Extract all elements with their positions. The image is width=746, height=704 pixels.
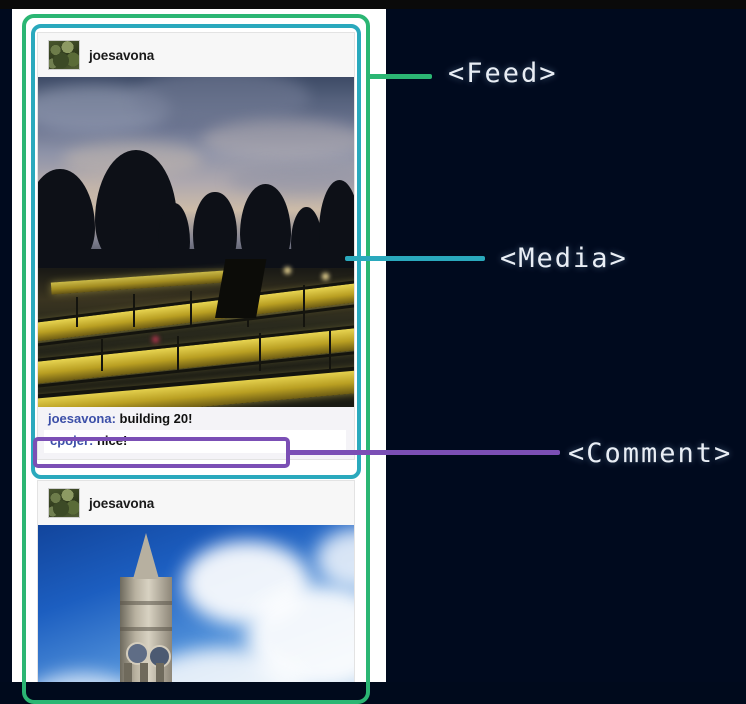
caption-block: joesavona: building 20! cpojer: nice!	[38, 407, 354, 459]
comment-handle[interactable]: cpojer:	[50, 433, 94, 448]
post-media-image[interactable]	[38, 525, 354, 682]
avatar[interactable]	[48, 40, 80, 70]
media-leader-line	[345, 256, 485, 261]
feed-leader-line	[368, 74, 432, 79]
lit-walkways	[38, 258, 354, 407]
avatar[interactable]	[48, 488, 80, 518]
post-caption: joesavona: building 20!	[38, 410, 354, 428]
post-media-image[interactable]	[38, 77, 354, 407]
media-label: <Media>	[500, 243, 628, 274]
comment-row[interactable]: cpojer: nice!	[44, 430, 346, 453]
comment-text: nice!	[93, 433, 128, 448]
comment-label: <Comment>	[568, 438, 733, 469]
top-black-bar	[0, 0, 746, 9]
caption-text: building 20!	[115, 411, 193, 426]
feed-label: <Feed>	[448, 58, 558, 89]
post-header: joesavona	[38, 33, 354, 77]
post-username[interactable]: joesavona	[89, 47, 155, 63]
comment-leader-line	[288, 450, 560, 455]
dusk-sky	[38, 77, 354, 269]
feed-list[interactable]: joesavona	[24, 16, 368, 682]
post-header: joesavona	[38, 481, 354, 525]
tree-silhouettes	[38, 77, 354, 269]
post-username[interactable]: joesavona	[89, 495, 155, 511]
list-item[interactable]: joesavona	[37, 32, 355, 460]
clock-tower	[120, 533, 173, 682]
list-item[interactable]: joesavona	[37, 480, 355, 682]
caption-handle[interactable]: joesavona:	[48, 411, 116, 426]
